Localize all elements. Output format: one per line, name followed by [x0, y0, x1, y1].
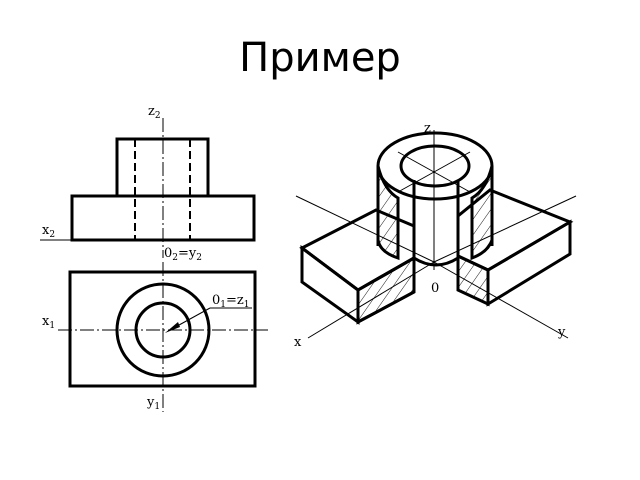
iso-cylinder-right-wall: [470, 165, 494, 261]
iso-back-axis-left: [295, 195, 435, 263]
iso-top-axis-right: [397, 151, 471, 193]
iso-z-label: z: [424, 121, 431, 136]
iso-y-label: y: [557, 325, 566, 340]
top-view-leader-arrow: [165, 322, 180, 333]
top-view-x-label: x1: [42, 314, 55, 331]
isometric-view: z x y 0: [294, 121, 577, 350]
iso-cylinder-left-wall: [376, 165, 400, 261]
front-view-x-label: x2: [42, 223, 55, 240]
iso-bore-bottom: [413, 256, 459, 267]
iso-left-section-hatch: [356, 255, 416, 325]
front-view-z-label: z2: [148, 104, 161, 121]
top-view-origin-label: 01=z1: [212, 293, 250, 310]
iso-cylinder-outer-top: [376, 131, 494, 201]
top-view-inner-circle: [134, 301, 192, 359]
iso-origin-label: 0: [431, 281, 439, 296]
iso-back-axis-right: [433, 195, 577, 263]
slide-title: Пример: [239, 35, 401, 81]
front-view: z2 x2 02=y2: [40, 104, 256, 263]
iso-cylinder-inner-top: [399, 144, 471, 188]
front-view-boss: [115, 137, 210, 198]
iso-right-section-hatch: [456, 253, 490, 307]
iso-left-arm-front: [300, 245, 360, 325]
iso-right-arm-front: [486, 219, 572, 307]
iso-y-axis: [433, 261, 569, 339]
top-view-y-label: y1: [146, 395, 160, 412]
front-view-origin-label: 02=y2: [164, 246, 202, 263]
top-view-outer-circle: [115, 282, 211, 378]
top-view: x1 y1 01=z1: [42, 262, 268, 412]
iso-x-label: x: [294, 335, 302, 350]
